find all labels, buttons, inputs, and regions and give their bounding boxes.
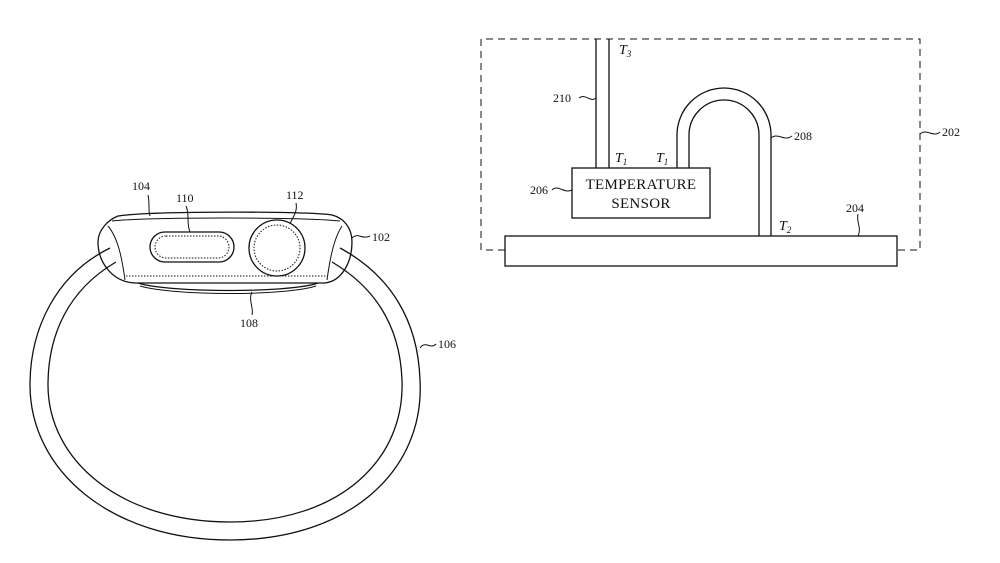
temp-label-t1-arch: T1 bbox=[656, 151, 668, 167]
watch-housing-102 bbox=[98, 212, 352, 283]
crown-112-inner bbox=[254, 225, 300, 271]
leader-206 bbox=[552, 188, 572, 191]
leader-208 bbox=[771, 136, 792, 138]
ref-208: 208 bbox=[794, 129, 812, 143]
ref-202: 202 bbox=[942, 125, 960, 139]
ref-102: 102 bbox=[372, 230, 390, 244]
case-bottom-inner bbox=[140, 286, 316, 294]
ref-106: 106 bbox=[438, 337, 456, 351]
leader-104 bbox=[148, 195, 150, 216]
case-bottom-108 bbox=[138, 283, 318, 291]
substrate-204 bbox=[505, 236, 897, 266]
leader-106 bbox=[420, 344, 436, 348]
ref-112: 112 bbox=[286, 188, 304, 202]
sensor-diagram: TEMPERATURE SENSOR T3 T1 T1 T2 210 206 2… bbox=[481, 39, 960, 266]
ref-104: 104 bbox=[132, 179, 150, 193]
watch-top-cover-104 bbox=[112, 218, 340, 221]
watch-band-inner bbox=[48, 262, 402, 522]
thermal-path-208-outer bbox=[677, 88, 771, 236]
watch-band-outer bbox=[30, 248, 420, 540]
temp-label-t3: T3 bbox=[619, 43, 632, 59]
leader-110 bbox=[186, 206, 190, 232]
leader-202 bbox=[920, 132, 940, 134]
sensor-label-line2: SENSOR bbox=[611, 196, 670, 212]
leader-108 bbox=[251, 292, 253, 315]
ref-110: 110 bbox=[176, 191, 194, 205]
leader-210 bbox=[579, 97, 596, 100]
leader-204 bbox=[858, 214, 860, 236]
crown-112 bbox=[249, 220, 305, 276]
watch-side-view: 104 110 112 102 108 106 bbox=[30, 179, 456, 540]
leader-102 bbox=[352, 236, 370, 238]
housing-bevel-right bbox=[327, 226, 342, 280]
ref-210: 210 bbox=[553, 91, 571, 105]
side-button-110-inner bbox=[155, 236, 229, 258]
sensor-label-line1: TEMPERATURE bbox=[586, 177, 697, 193]
ref-204: 204 bbox=[846, 201, 864, 215]
ref-206: 206 bbox=[530, 183, 548, 197]
leader-112 bbox=[290, 203, 296, 224]
temp-label-t1-probe: T1 bbox=[615, 151, 627, 167]
temp-label-t2: T2 bbox=[779, 219, 792, 235]
ref-108: 108 bbox=[240, 316, 258, 330]
